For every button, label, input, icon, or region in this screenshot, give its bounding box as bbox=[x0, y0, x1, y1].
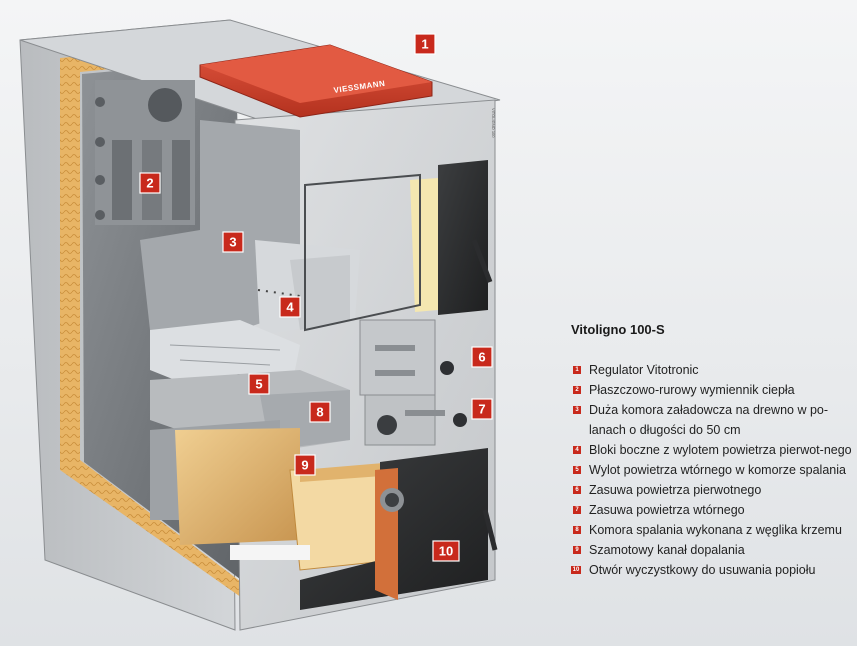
legend-item-number: 5 bbox=[573, 466, 581, 474]
casing-small-print: VITOLIGNO 100 bbox=[491, 108, 496, 138]
legend-list: 1 Regulator Vitotronic 2 Płaszczowo-rurowy … bbox=[571, 360, 857, 580]
legend-item-number: 7 bbox=[573, 506, 581, 514]
legend-item-text: Wylot powietrza wtórnego w komorze spala… bbox=[589, 463, 846, 477]
legend-item-number: 2 bbox=[573, 386, 581, 394]
callout-badge-6: 6 bbox=[471, 346, 493, 368]
callout-number: 2 bbox=[146, 176, 153, 191]
callout-box bbox=[222, 231, 244, 253]
legend-item-text: Komora spalania wykonana z węglika krzem… bbox=[589, 523, 842, 537]
callout-box bbox=[309, 401, 331, 423]
legend-item: 9 Szamotowy kanał dopalania bbox=[571, 540, 857, 560]
callout-badge-4: 4 bbox=[279, 296, 301, 318]
cleaning-opening bbox=[300, 448, 498, 610]
callout-badge-9: 9 bbox=[294, 454, 316, 476]
legend-item: 7 Zasuwa powietrza wtórnego bbox=[571, 500, 857, 520]
callout-badge-2: 2 bbox=[139, 172, 161, 194]
legend-item: 10 Otwór wyczystkowy do usuwania popiołu bbox=[571, 560, 857, 580]
legend-item-text: Zasuwa powietrza pierwotnego bbox=[589, 483, 762, 497]
primary-air-damper bbox=[359, 319, 454, 396]
legend-item-number: 1 bbox=[573, 366, 581, 374]
callout-box bbox=[294, 454, 316, 476]
callout-badge-8: 8 bbox=[309, 401, 331, 423]
callout-badge-5: 5 bbox=[248, 373, 270, 395]
callout-badge-1: 1 bbox=[414, 33, 436, 55]
callout-box bbox=[471, 346, 493, 368]
legend-title: Vitoligno 100-S bbox=[571, 322, 665, 337]
callout-badge-3: 3 bbox=[222, 231, 244, 253]
callout-number: 4 bbox=[286, 300, 294, 315]
legend-item-number: 4 bbox=[573, 446, 581, 454]
callout-box bbox=[471, 398, 493, 420]
legend-item: 6 Zasuwa powietrza pierwotnego bbox=[571, 480, 857, 500]
secondary-air-damper bbox=[364, 394, 467, 446]
legend-item-number: 10 bbox=[571, 566, 581, 574]
legend-item-number: 6 bbox=[573, 486, 581, 494]
callout-number: 5 bbox=[255, 377, 262, 392]
callout-number: 6 bbox=[478, 350, 485, 365]
legend-item: 3 Duża komora załadowcza na drewno w po-l… bbox=[571, 400, 857, 440]
legend-item-text: Szamotowy kanał dopalania bbox=[589, 543, 745, 557]
callout-number: 10 bbox=[439, 544, 453, 559]
callout-number: 9 bbox=[301, 458, 308, 473]
callout-layer: 1 2 3 4 5 6 7 8 9 10 bbox=[139, 33, 493, 562]
callout-number: 7 bbox=[478, 402, 485, 417]
callout-box bbox=[432, 540, 460, 562]
callout-number: 3 bbox=[229, 235, 236, 250]
legend-item-number: 3 bbox=[573, 406, 581, 414]
callout-box bbox=[414, 33, 436, 55]
legend-item-number: 9 bbox=[573, 546, 581, 554]
callout-box bbox=[248, 373, 270, 395]
callout-badge-7: 7 bbox=[471, 398, 493, 420]
legend-item: 4 Bloki boczne z wylotem powietrza pierwo… bbox=[571, 440, 857, 460]
callout-box bbox=[279, 296, 301, 318]
legend-item-text: Otwór wyczystkowy do usuwania popiołu bbox=[589, 563, 816, 577]
legend-item-text: Regulator Vitotronic bbox=[589, 363, 699, 377]
legend-panel: Vitoligno 100-S 1 Regulator Vitotronic 2 Pł… bbox=[571, 322, 857, 580]
legend-item: 8 Komora spalania wykonana z węglika krze… bbox=[571, 520, 857, 540]
legend-item-text: Duża komora załadowcza na drewno w po-la… bbox=[589, 403, 829, 437]
legend-item-text: Bloki boczne z wylotem powietrza pierwot… bbox=[589, 443, 852, 457]
boiler-cutaway-illustration: VIESSMANN VITOLIGNO 100 1 2 3 4 5 6 7 8 9 10 bbox=[19, 19, 501, 631]
callout-number: 1 bbox=[421, 37, 428, 52]
afterburn-channel bbox=[150, 420, 396, 571]
callout-box bbox=[139, 172, 161, 194]
legend-item-number: 8 bbox=[573, 526, 581, 534]
loading-door bbox=[304, 160, 493, 332]
legend-item-text: Zasuwa powietrza wtórnego bbox=[589, 503, 745, 517]
callout-badge-10: 10 bbox=[432, 540, 460, 562]
legend-item-text: Płaszczowo-rurowy wymiennik ciepła bbox=[589, 383, 795, 397]
legend-item: 1 Regulator Vitotronic bbox=[571, 360, 857, 380]
control-unit: VIESSMANN bbox=[199, 44, 433, 118]
legend-item: 5 Wylot powietrza wtórnego w komorze spal… bbox=[571, 460, 857, 480]
heat-exchanger bbox=[95, 80, 195, 225]
callout-number: 8 bbox=[316, 405, 323, 420]
legend-item: 2 Płaszczowo-rurowy wymiennik ciepła bbox=[571, 380, 857, 400]
